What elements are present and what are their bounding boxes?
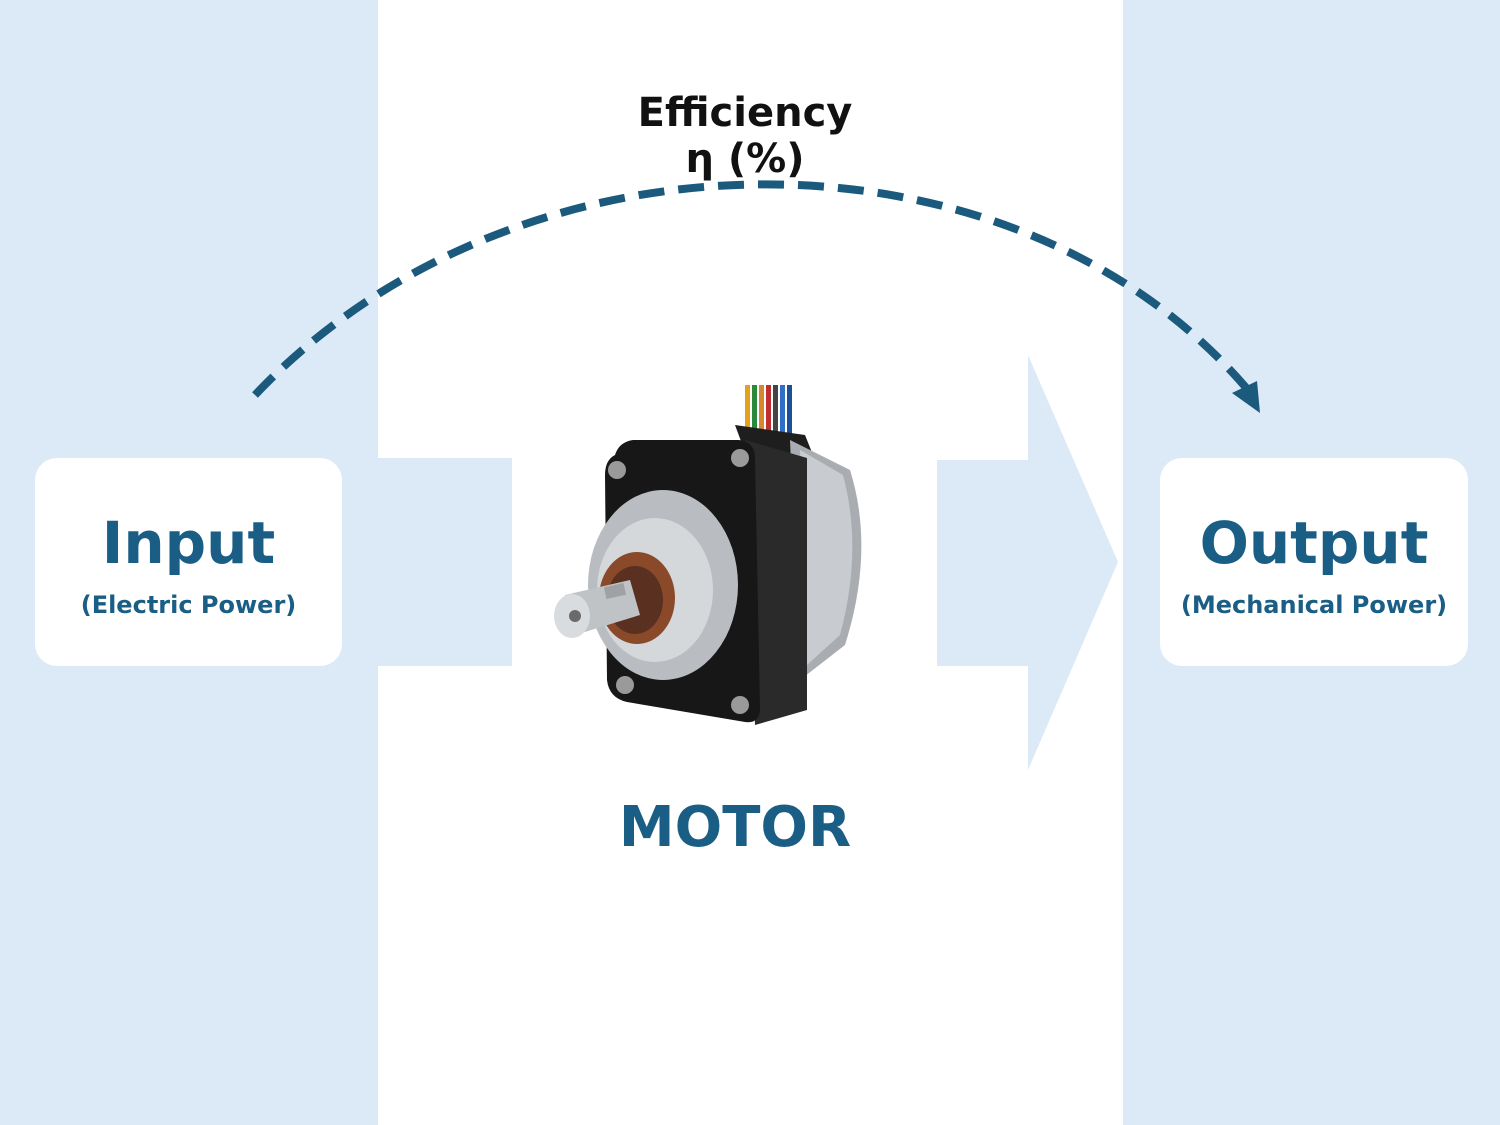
stepper-motor-icon — [554, 385, 862, 725]
efficiency-label: Efficiency η (%) — [545, 90, 945, 182]
efficiency-line2: η (%) — [685, 136, 805, 182]
output-box: Output (Mechanical Power) — [1160, 458, 1468, 666]
efficiency-arc — [252, 180, 1252, 398]
output-subtitle: (Mechanical Power) — [1180, 591, 1448, 619]
efficiency-line1: Efficiency — [637, 90, 853, 136]
motor-label: MOTOR — [618, 795, 852, 860]
input-box: Input (Electric Power) — [35, 458, 342, 666]
input-title: Input — [101, 509, 276, 577]
arc-arrowhead-icon — [1232, 381, 1260, 413]
output-title: Output — [1199, 509, 1429, 577]
input-subtitle: (Electric Power) — [80, 591, 297, 619]
input-connector — [378, 458, 512, 666]
flow-arrow — [937, 355, 1118, 770]
